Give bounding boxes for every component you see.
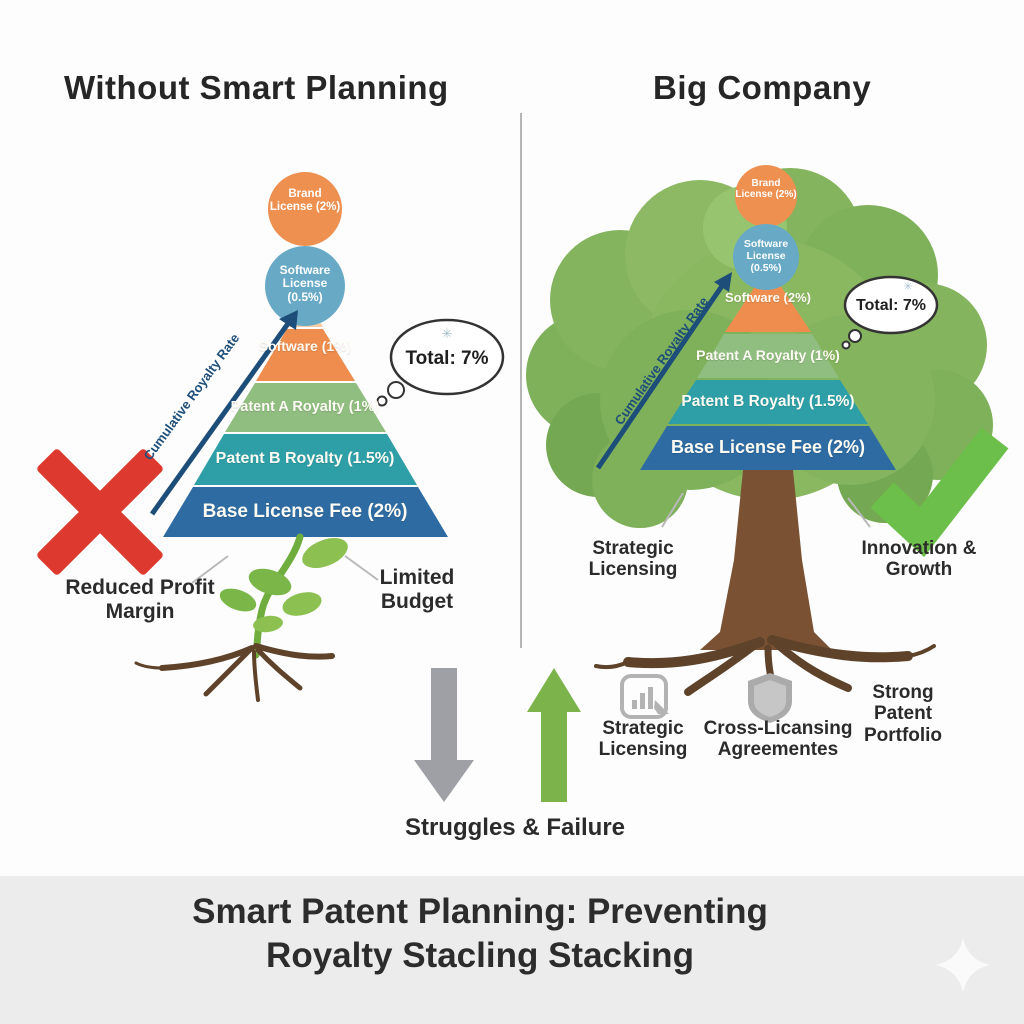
green-check-icon xyxy=(870,427,1009,558)
sprout xyxy=(219,533,348,659)
right-brand-circle xyxy=(735,165,797,227)
right-layer-base-label: Base License Fee (2%) xyxy=(670,437,866,457)
left-software-circle-label: Software License (0.5%) xyxy=(279,263,331,304)
connector-lines xyxy=(191,492,871,584)
left-brand-circle xyxy=(268,172,342,246)
strategic-licensing-right-label: Strategic Licensing xyxy=(588,538,678,581)
left-software-circle xyxy=(265,246,345,326)
right-software-circle xyxy=(733,224,799,290)
left-bubble-text: Total: 7% xyxy=(405,348,489,369)
left-layer-base xyxy=(163,487,448,537)
left-layer-patent-a xyxy=(225,383,386,432)
right-layer-patent-a-label: Patent A Royalty (1%) xyxy=(696,347,840,363)
right-pyramid xyxy=(640,263,896,470)
left-brand-circle-label: Brand License (2%) xyxy=(269,188,341,213)
innovation-growth-label: Innovation & Growth xyxy=(861,538,977,581)
right-layer-patent-b-label: Patent B Royalty (1.5%) xyxy=(681,393,855,410)
right-layer-software-label: Software (2%) xyxy=(725,290,811,305)
sparkle-decoration xyxy=(936,938,990,992)
left-layer-patent-b xyxy=(194,434,417,485)
right-bubble-text: Total: 7% xyxy=(856,297,926,314)
right-brand-circle-label: Brand License (2%) xyxy=(735,178,797,201)
strategic-licensing-bottom-label: Strategic Licensing xyxy=(598,718,688,761)
footer-band xyxy=(0,876,1024,1024)
right-bubble-sparkle-icon: ✳ xyxy=(903,281,913,293)
struggles-failure-label: Struggles & Failure xyxy=(404,814,626,841)
red-x-icon xyxy=(37,449,163,575)
shield-icon xyxy=(748,673,792,723)
right-thought-bubble xyxy=(841,275,939,350)
left-layer-patent-a-label: Patent A Royalty (1%) xyxy=(230,399,380,415)
limited-budget-label: Limited Budget xyxy=(379,566,455,613)
chart-cursor-icon xyxy=(620,674,669,719)
footer-title-line2: Royalty Stacling Stacking xyxy=(266,936,694,975)
left-cumulative-arrow xyxy=(149,310,298,516)
footer-title-line1: Smart Patent Planning: Preventing xyxy=(192,892,768,931)
down-arrow xyxy=(414,668,474,802)
left-layer-patent-b-label: Patent B Royalty (1.5%) xyxy=(215,450,395,467)
right-layer-base xyxy=(640,426,896,470)
right-title: Big Company xyxy=(653,69,872,106)
left-title: Without Smart Planning xyxy=(64,69,449,106)
tree-trunk xyxy=(700,440,832,650)
sprout-roots xyxy=(134,643,335,702)
left-pyramid xyxy=(163,296,448,537)
tree-roots xyxy=(594,635,936,702)
cross-licensing-label: Cross-Licansing Agreementes xyxy=(703,718,853,761)
right-layer-patent-a xyxy=(697,334,839,378)
left-layer-software xyxy=(256,329,355,381)
left-thought-bubble xyxy=(376,318,505,407)
reduced-profit-margin-label: Reduced Profit Margin xyxy=(65,576,215,623)
right-layer-patent-b xyxy=(668,380,868,424)
left-layer-software-label: Software (1%) xyxy=(258,338,352,354)
right-software-circle-label: Software License (0.5%) xyxy=(743,238,789,274)
right-layer-software xyxy=(725,285,811,332)
strong-patent-portfolio-label: Strong Patent Portfolio xyxy=(863,682,943,746)
right-cumulative-arrow xyxy=(595,272,732,470)
left-layer-base-label: Base License Fee (2%) xyxy=(202,501,408,522)
left-bubble-sparkle-icon: ✳ xyxy=(441,326,453,341)
up-arrow xyxy=(527,668,581,802)
